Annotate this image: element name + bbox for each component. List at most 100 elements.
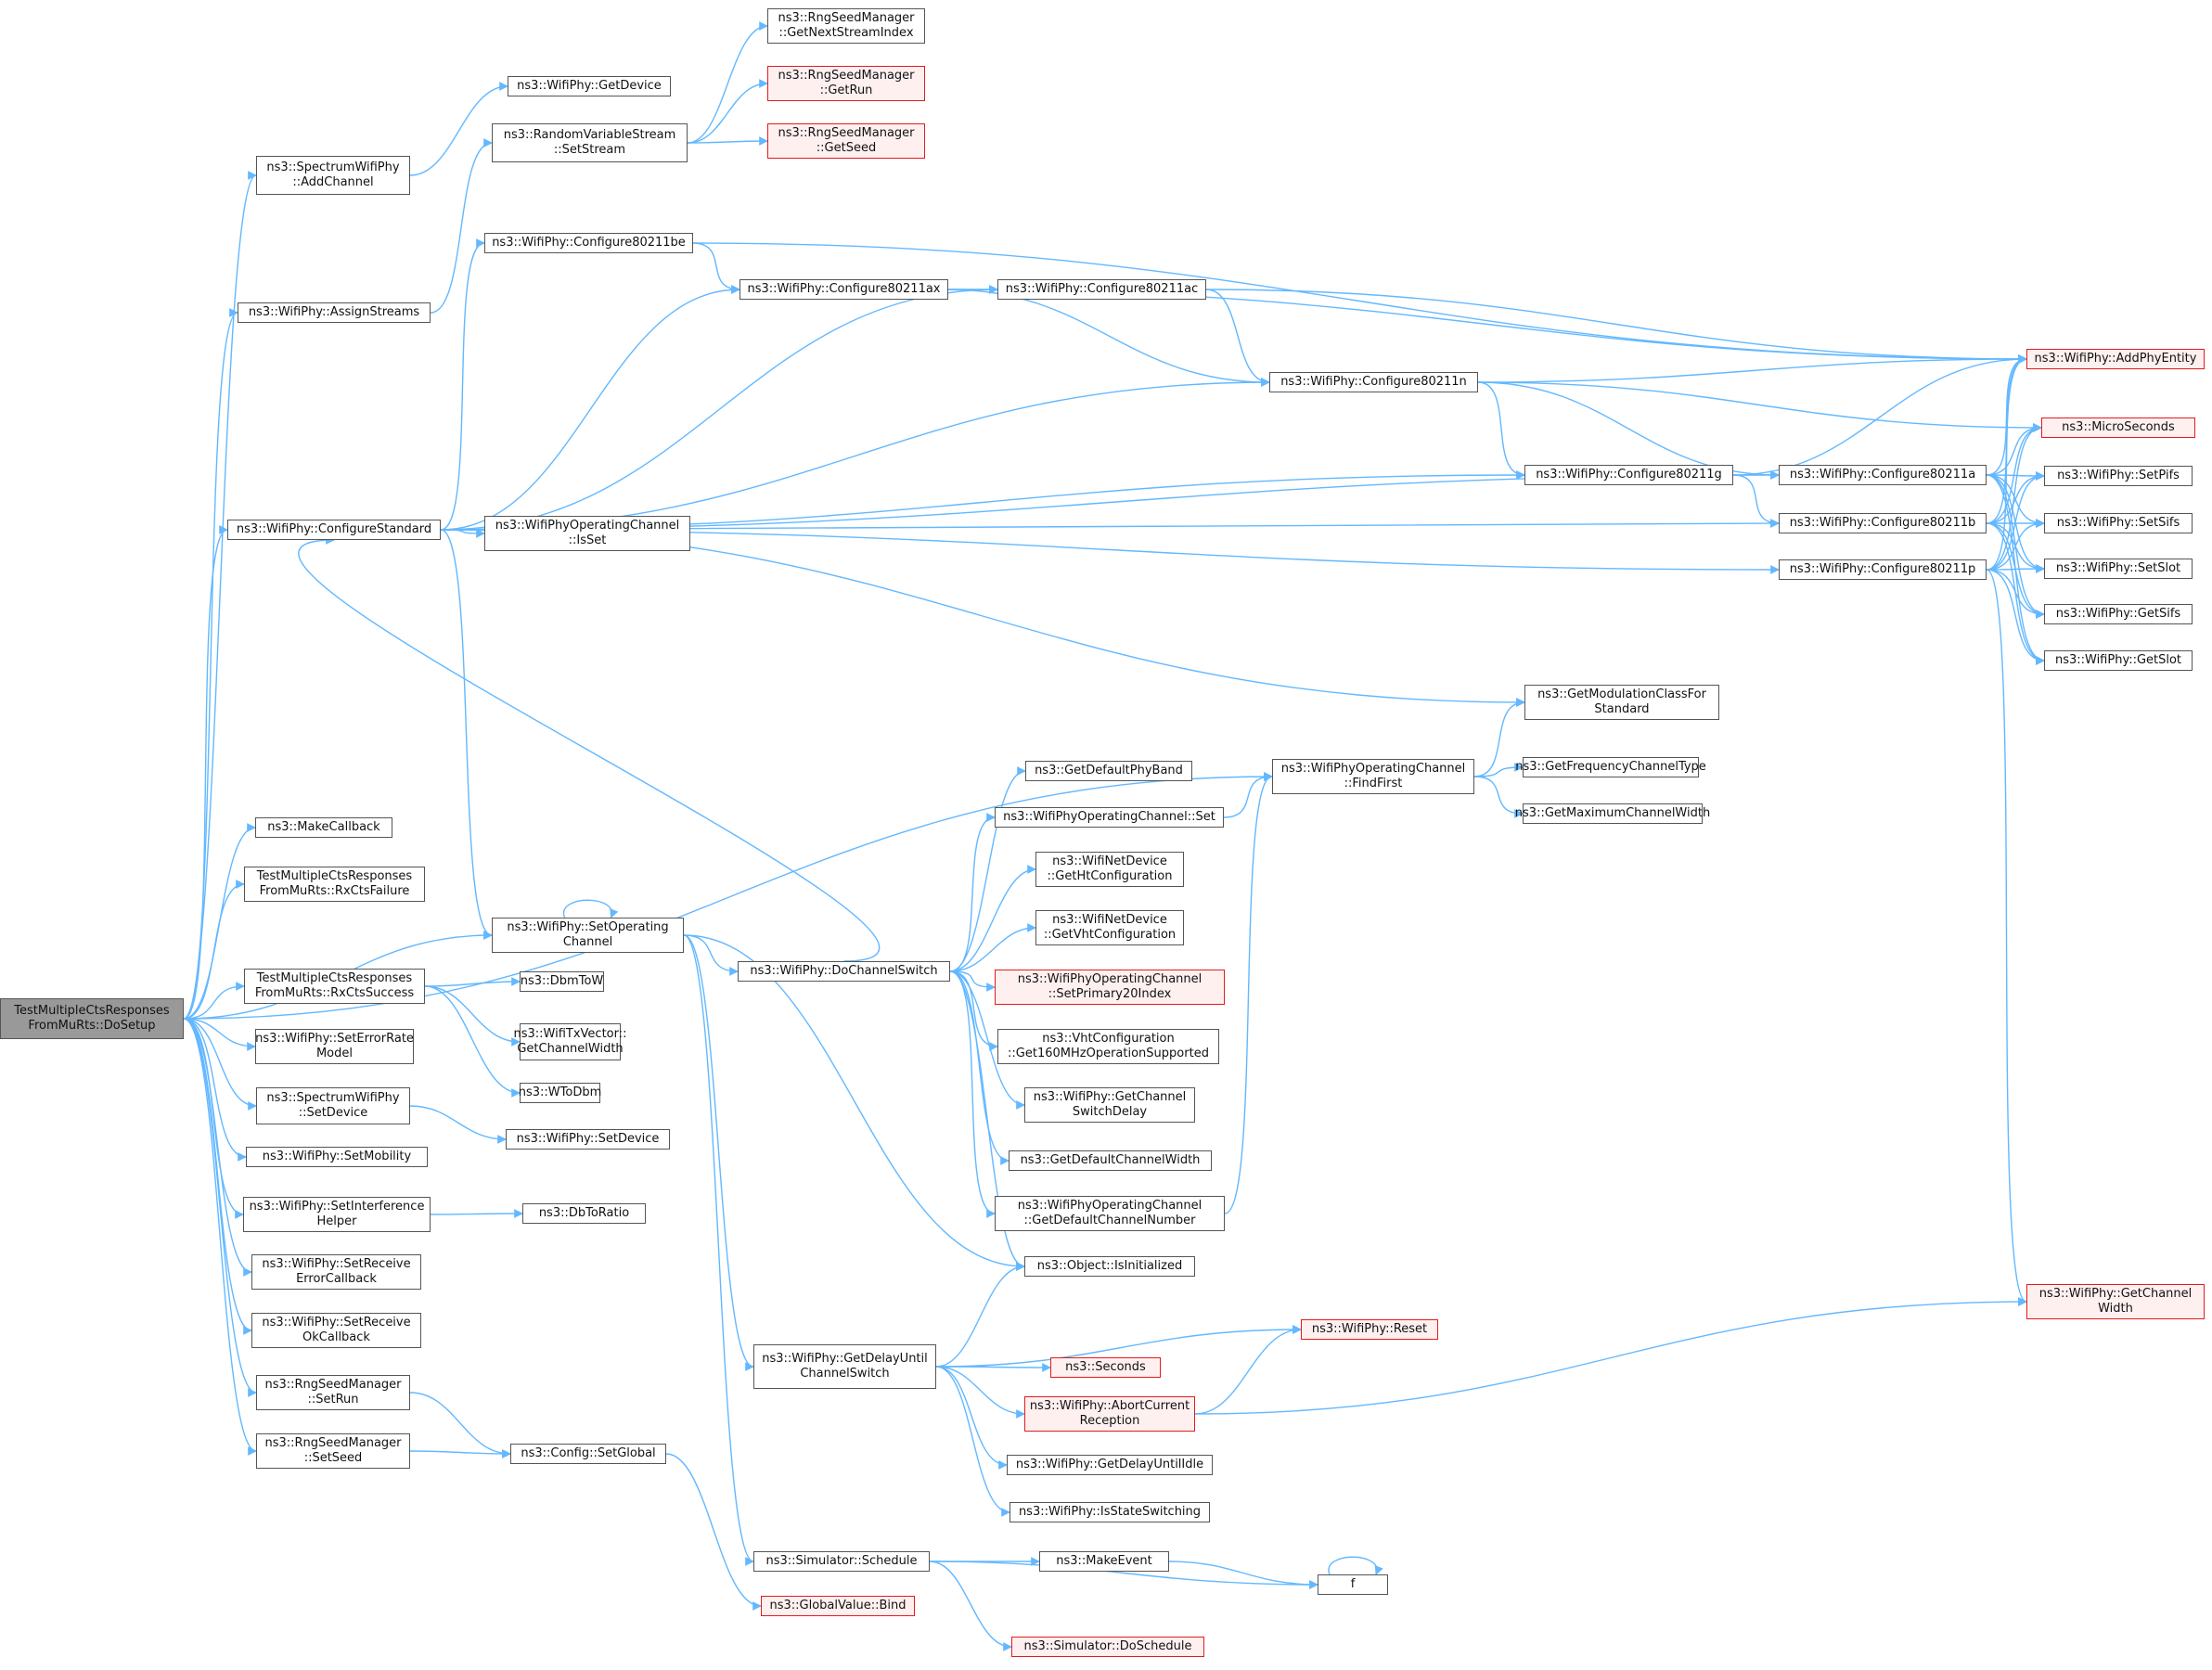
- node-addphy[interactable]: ns3::WifiPhy::AddPhyEntity: [2026, 349, 2205, 369]
- node-dosched[interactable]: ns3::Simulator::DoSchedule: [1011, 1637, 1204, 1657]
- node-assign[interactable]: ns3::WifiPhy::AssignStreams: [238, 302, 431, 323]
- node-setstream[interactable]: ns3::RandomVariableStream ::SetStream: [492, 123, 688, 162]
- node-cfgg[interactable]: ns3::WifiPhy::Configure80211g: [1524, 465, 1733, 485]
- node-wtodbm[interactable]: ns3::WToDbm: [519, 1083, 601, 1103]
- node-rngnext[interactable]: ns3::RngSeedManager ::GetNextStreamIndex: [767, 8, 925, 44]
- node-setslot[interactable]: ns3::WifiPhy::SetSlot: [2044, 559, 2193, 579]
- node-cfgp[interactable]: ns3::WifiPhy::Configure80211p: [1779, 559, 1987, 580]
- edge-cfgg-to-addphy: [1732, 354, 2027, 476]
- node-cfga[interactable]: ns3::WifiPhy::Configure80211a: [1779, 465, 1987, 485]
- node-setrecvok[interactable]: ns3::WifiPhy::SetReceive OkCallback: [251, 1313, 421, 1348]
- node-setprim[interactable]: ns3::WifiPhyOperatingChannel ::SetPrimar…: [995, 970, 1225, 1005]
- node-rnggetrun[interactable]: ns3::RngSeedManager ::GetRun: [767, 66, 925, 101]
- node-schedule[interactable]: ns3::Simulator::Schedule: [753, 1551, 930, 1572]
- node-root[interactable]: TestMultipleCtsResponses FromMuRts::DoSe…: [0, 998, 184, 1039]
- edge-cfgg-to-cfgb: [1732, 474, 1780, 528]
- node-makeevent[interactable]: ns3::MakeEvent: [1039, 1551, 1169, 1572]
- edge-getdelay-to-abort: [935, 1366, 1025, 1419]
- node-getdefcw[interactable]: ns3::GetDefaultChannelWidth: [1009, 1150, 1212, 1171]
- node-getdefcn[interactable]: ns3::WifiPhyOperatingChannel ::GetDefaul…: [995, 1196, 1225, 1231]
- edge-cfgn-to-micro: [1477, 381, 2042, 432]
- edge-schedule-to-f: [929, 1561, 1318, 1589]
- node-getdelayidle[interactable]: ns3::WifiPhy::GetDelayUntilIdle: [1007, 1455, 1213, 1475]
- node-rxsucc[interactable]: TestMultipleCtsResponses FromMuRts::RxCt…: [244, 969, 425, 1004]
- node-cfgax[interactable]: ns3::WifiPhy::Configure80211ax: [739, 279, 948, 300]
- node-setopch[interactable]: ns3::WifiPhy::SetOperating Channel: [492, 918, 684, 953]
- edge-cfgp-to-setpifs: [1986, 471, 2045, 571]
- node-getsifs[interactable]: ns3::WifiPhy::GetSifs: [2044, 604, 2193, 624]
- node-getht[interactable]: ns3::WifiNetDevice ::GetHtConfiguration: [1035, 852, 1184, 887]
- node-setrecverr[interactable]: ns3::WifiPhy::SetReceive ErrorCallback: [251, 1254, 421, 1290]
- node-opchset[interactable]: ns3::WifiPhyOperatingChannel::Set: [995, 807, 1224, 828]
- node-dbtoratio[interactable]: ns3::DbToRatio: [522, 1203, 646, 1224]
- edge-abort-to-reset: [1194, 1325, 1302, 1415]
- node-seconds[interactable]: ns3::Seconds: [1050, 1357, 1161, 1378]
- edge-cfgp-to-micro: [1986, 423, 2042, 571]
- node-f[interactable]: f: [1318, 1574, 1388, 1595]
- node-dbmtow[interactable]: ns3::DbmToW: [520, 971, 604, 992]
- edge-setstream-to-rnggetseed: [687, 136, 768, 146]
- node-dochsw[interactable]: ns3::WifiPhy::DoChannelSwitch: [738, 961, 950, 982]
- node-seterr[interactable]: ns3::WifiPhy::SetErrorRate Model: [255, 1029, 414, 1064]
- node-findfirst[interactable]: ns3::WifiPhyOperatingChannel ::FindFirst: [1272, 759, 1474, 794]
- node-reset[interactable]: ns3::WifiPhy::Reset: [1301, 1319, 1438, 1340]
- node-rxfail[interactable]: TestMultipleCtsResponses FromMuRts::RxCt…: [244, 867, 425, 902]
- edge-getdelay-to-getdelayidle: [935, 1366, 1008, 1470]
- node-getslot[interactable]: ns3::WifiPhy::GetSlot: [2044, 650, 2193, 671]
- edge-cfgax-to-addphy: [947, 289, 2027, 364]
- node-rnggetseed[interactable]: ns3::RngSeedManager ::GetSeed: [767, 123, 925, 159]
- edge-getdelay-to-reset: [935, 1325, 1302, 1368]
- node-cfgn[interactable]: ns3::WifiPhy::Configure80211n: [1269, 372, 1478, 392]
- node-getdefband[interactable]: ns3::GetDefaultPhyBand: [1025, 761, 1192, 781]
- node-getmod[interactable]: ns3::GetModulationClassFor Standard: [1524, 685, 1719, 720]
- edge-dochsw-to-get160: [949, 970, 998, 1051]
- edge-makeevent-to-f: [1168, 1561, 1318, 1589]
- edge-getdefcn-to-findfirst: [1224, 772, 1273, 1214]
- node-cfgb[interactable]: ns3::WifiPhy::Configure80211b: [1779, 513, 1987, 533]
- node-setsifs[interactable]: ns3::WifiPhy::SetSifs: [2044, 513, 2193, 533]
- edge-cfga-to-micro: [1986, 423, 2042, 476]
- node-setpifs[interactable]: ns3::WifiPhy::SetPifs: [2044, 466, 2193, 486]
- node-addchan[interactable]: ns3::SpectrumWifiPhy ::AddChannel: [256, 156, 410, 195]
- edge-dochsw-to-getdefcw: [949, 970, 1010, 1165]
- edge-root-to-specsetdev: [183, 1018, 257, 1111]
- node-isstatesw[interactable]: ns3::WifiPhy::IsStateSwitching: [1010, 1502, 1210, 1522]
- node-wifisetdev[interactable]: ns3::WifiPhy::SetDevice: [506, 1129, 670, 1150]
- edge-rxsucc-to-dbmtow: [424, 977, 521, 987]
- node-getdev[interactable]: ns3::WifiPhy::GetDevice: [508, 76, 671, 96]
- node-getchsw[interactable]: ns3::WifiPhy::GetChannel SwitchDelay: [1024, 1087, 1195, 1123]
- node-setmob[interactable]: ns3::WifiPhy::SetMobility: [246, 1147, 428, 1167]
- edge-dochsw-to-getht: [949, 865, 1036, 972]
- node-micro[interactable]: ns3::MicroSeconds: [2041, 418, 2195, 438]
- node-bind[interactable]: ns3::GlobalValue::Bind: [761, 1596, 915, 1616]
- edge-setstream-to-rngnext: [687, 21, 768, 144]
- edge-findfirst-to-getmod: [1473, 698, 1525, 777]
- edge-cfgp-to-getsifs: [1986, 569, 2045, 619]
- edge-cfgn-to-cfga: [1477, 381, 1780, 480]
- edge-getdelay-to-seconds: [935, 1363, 1051, 1372]
- node-cfgac[interactable]: ns3::WifiPhy::Configure80211ac: [997, 279, 1206, 300]
- node-makecb[interactable]: ns3::MakeCallback: [255, 817, 392, 838]
- node-setinterf[interactable]: ns3::WifiPhy::SetInterference Helper: [243, 1197, 431, 1232]
- node-cfgbe[interactable]: ns3::WifiPhy::Configure80211be: [484, 233, 693, 253]
- node-isset[interactable]: ns3::WifiPhyOperatingChannel ::IsSet: [484, 516, 690, 551]
- node-specsetdev[interactable]: ns3::SpectrumWifiPhy ::SetDevice: [256, 1087, 410, 1124]
- node-rngsetseed[interactable]: ns3::RngSeedManager ::SetSeed: [256, 1433, 410, 1469]
- node-getdelay[interactable]: ns3::WifiPhy::GetDelayUntil ChannelSwitc…: [753, 1344, 936, 1389]
- edge-schedule-to-dosched: [929, 1561, 1012, 1651]
- node-rngsetrun[interactable]: ns3::RngSeedManager ::SetRun: [256, 1375, 410, 1410]
- node-get160[interactable]: ns3::VhtConfiguration ::Get160MHzOperati…: [997, 1029, 1219, 1064]
- node-cfgstd[interactable]: ns3::WifiPhy::ConfigureStandard: [227, 520, 441, 540]
- node-txvec[interactable]: ns3::WifiTxVector:: GetChannelWidth: [514, 1023, 627, 1060]
- edge-dochsw-to-opchset: [949, 813, 996, 972]
- node-getvht[interactable]: ns3::WifiNetDevice ::GetVhtConfiguration: [1035, 910, 1184, 945]
- node-getfreq[interactable]: ns3::GetFrequencyChannelType: [1515, 757, 1706, 777]
- edge-opchset-to-findfirst: [1223, 772, 1273, 818]
- node-getchw[interactable]: ns3::WifiPhy::GetChannel Width: [2026, 1284, 2205, 1319]
- node-isinit[interactable]: ns3::Object::IsInitialized: [1024, 1256, 1195, 1277]
- node-cfgset[interactable]: ns3::Config::SetGlobal: [510, 1444, 666, 1464]
- node-abort[interactable]: ns3::WifiPhy::AbortCurrent Reception: [1024, 1396, 1195, 1432]
- edge-dochsw-to-getchsw: [949, 970, 1025, 1110]
- node-getmaxcw[interactable]: ns3::GetMaximumChannelWidth: [1515, 803, 1710, 824]
